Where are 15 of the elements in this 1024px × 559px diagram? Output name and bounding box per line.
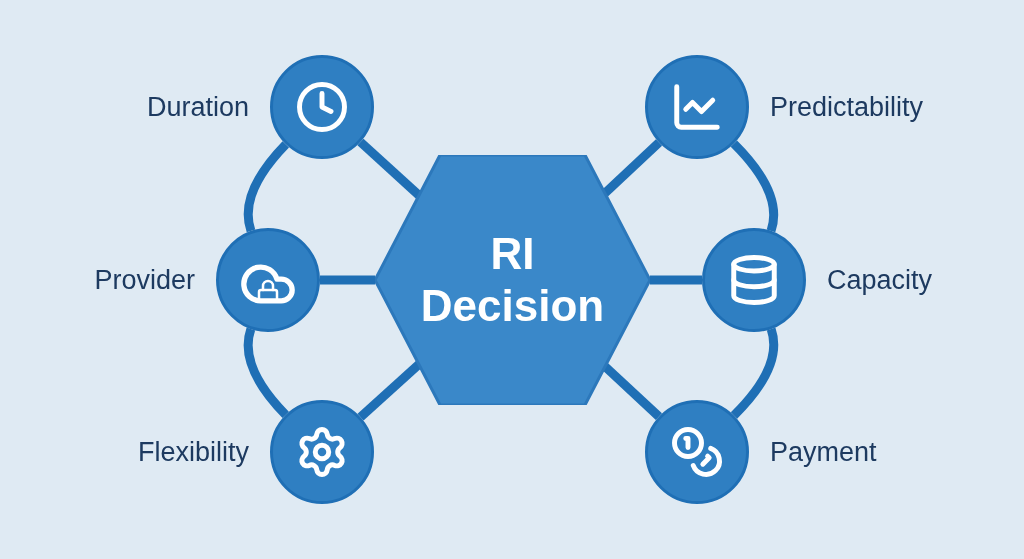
connector-line	[243, 141, 290, 233]
category-label: Duration	[146, 91, 249, 124]
category-label: Flexibility	[137, 436, 249, 469]
connector-line	[357, 361, 422, 421]
connector-line	[650, 275, 702, 285]
connector-line	[243, 327, 289, 418]
connector-line	[730, 327, 779, 419]
category-label: Capacity	[827, 264, 933, 297]
connector-line	[730, 140, 779, 233]
category-label: Provider	[94, 264, 195, 297]
category-label: Payment	[770, 436, 877, 469]
hexagon-title: RI Decision	[419, 228, 606, 332]
category-label: Predictability	[770, 91, 924, 124]
hexagon-node	[375, 155, 650, 405]
connector-line	[320, 275, 375, 285]
